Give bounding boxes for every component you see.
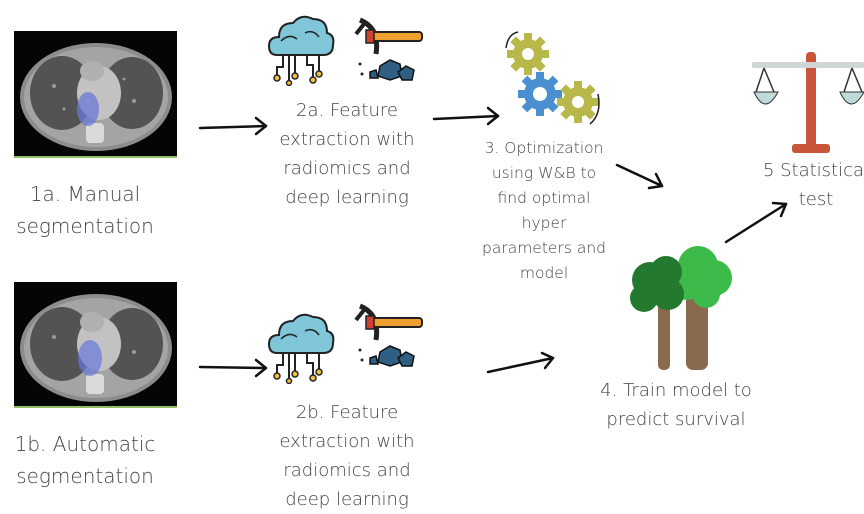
balance-scale-icon [752, 52, 864, 153]
ct-scan-automatic-image [14, 282, 177, 406]
label-optimization: 3. Optimization using W&B to find optima… [482, 139, 606, 282]
image-underline [14, 406, 177, 408]
label-statistical-test: 5 Statistical test [762, 160, 864, 210]
label-automatic-segmentation: 1b. Automatic segmentation [14, 432, 156, 488]
arrow-icon [724, 201, 788, 244]
arrow-icon [615, 163, 664, 190]
gears-icon [505, 31, 600, 125]
label-manual-segmentation: 1a. Manual segmentation [16, 182, 154, 238]
tree-icon [630, 246, 732, 370]
pickaxe-icon [354, 303, 423, 367]
arrow-icon [198, 116, 268, 136]
label-train-model: 4. Train model to predict survival [600, 380, 752, 430]
arrow-icon [486, 351, 555, 374]
label-feature-extraction-a: 2a. Feature extraction with radiomics an… [279, 100, 415, 208]
arrow-icon [198, 358, 268, 378]
cloud-network-icon [267, 313, 335, 384]
arrow-icon [432, 106, 500, 126]
image-underline [14, 156, 177, 158]
label-feature-extraction-b: 2b. Feature extraction with radiomics an… [279, 402, 415, 510]
ct-scan-manual-image [14, 31, 177, 156]
pickaxe-icon [354, 17, 423, 81]
cloud-network-icon [267, 15, 335, 86]
